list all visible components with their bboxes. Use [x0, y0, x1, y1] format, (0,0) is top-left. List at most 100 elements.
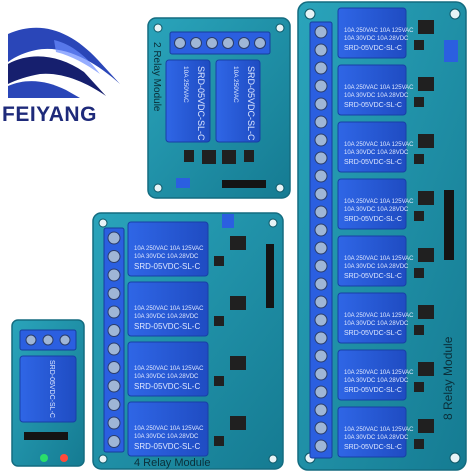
terminal-screw — [174, 37, 186, 49]
terminal-screw — [107, 416, 121, 430]
module-1-relay: SRD-05VDC-SL-C — [11, 319, 85, 467]
terminal-screw — [25, 334, 37, 346]
terminal-screw — [222, 37, 234, 49]
terminal-screws — [174, 37, 266, 49]
relay-rating-text: 10A 250VAC 10A 125VAC — [134, 306, 204, 312]
optocoupler-chip — [230, 416, 246, 430]
relay-rating-text: 10A 250VAC 10A 125VAC — [134, 366, 204, 372]
transistor — [414, 382, 424, 392]
terminal-screw — [314, 403, 328, 417]
relay-rating-text: 10A 30VDC 10A 28VDC — [344, 378, 409, 384]
terminal-screw — [314, 97, 328, 111]
relay-model-text: SRD-05VDC-SL-C — [344, 45, 402, 52]
mount-hole — [449, 8, 461, 20]
terminal-screw — [314, 205, 328, 219]
relay-body — [165, 59, 211, 143]
terminal-screw — [107, 361, 121, 374]
relay-rating-text: 10A 250VAC 10A 125VAC — [134, 426, 204, 432]
transistor — [214, 256, 224, 266]
transistor — [414, 211, 424, 221]
logo-wave-top-icon — [8, 27, 120, 84]
relay-body — [337, 349, 407, 401]
relay-rating-text: 10A 250VAC 10A 125VAC — [344, 142, 414, 148]
led-red — [60, 454, 68, 462]
relay-model-text: SRD-05VDC-SL-C — [344, 159, 402, 166]
led-green — [40, 454, 48, 462]
mount-hole — [268, 454, 278, 464]
optocoupler-chip — [418, 362, 434, 376]
mount-hole — [98, 218, 108, 228]
terminal-screw — [107, 342, 121, 356]
terminal-screw — [107, 324, 121, 337]
transistor — [214, 316, 224, 326]
logo-wave-mid-icon — [8, 56, 106, 96]
relay-body — [337, 7, 407, 59]
relay-rating-text: 10A 250VAC 10A 125VAC — [344, 85, 414, 91]
relay-stack: 10A 250VAC 10A 125VAC 10A 30VDC 10A 28VDC… — [127, 221, 209, 457]
terminal-screw — [107, 435, 121, 448]
relay-rating-text: 10A 30VDC 10A 28VDC — [344, 150, 409, 156]
terminal-screw — [107, 250, 121, 263]
relay-rating-text: 10A 250VAC 10A 125VAC — [344, 199, 414, 205]
mount-hole — [98, 454, 108, 464]
transistor — [414, 439, 424, 449]
relay-body — [337, 64, 407, 116]
relay-model-text: SRD-05VDC-SL-C — [48, 360, 55, 418]
terminal-screw — [314, 439, 328, 453]
optocoupler-chip — [230, 356, 246, 370]
module-2-relay: SRD-05VDC-SL-C SRD-05VDC-SL-C 10A 250VAC… — [147, 17, 291, 199]
chip-column — [414, 20, 434, 449]
optocoupler-chip — [418, 20, 434, 34]
relay-body — [127, 281, 209, 337]
terminal-screw — [314, 295, 328, 309]
relay-rating-text: 10A 250VAC — [182, 66, 189, 103]
relay-rating-text: 10A 250VAC 10A 125VAC — [344, 370, 414, 376]
relay-rating-text: 10A 250VAC 10A 125VAC — [134, 246, 204, 252]
terminal-screw — [42, 334, 54, 346]
terminal-screws — [107, 231, 121, 448]
optocoupler-chip — [418, 77, 434, 91]
relay-rating-text: 10A 30VDC 10A 28VDC — [344, 36, 409, 42]
optocoupler-chip — [418, 134, 434, 148]
terminal-screw — [314, 151, 328, 165]
terminal-screw — [314, 313, 328, 327]
module-8-relay: 10A 250VAC 10A 125VAC 10A 30VDC 10A 28VDC… — [297, 1, 467, 471]
terminal-screw — [314, 223, 328, 237]
terminal-screw — [254, 37, 266, 49]
terminal-screw — [314, 79, 328, 93]
relay-model-text: SRD-05VDC-SL-C — [344, 444, 402, 451]
optocoupler-chip — [222, 150, 236, 164]
logo-wave-bottom-icon — [8, 81, 80, 98]
terminal-screw — [314, 277, 328, 291]
relay-rating-text: 10A 30VDC 10A 28VDC — [344, 264, 409, 270]
relay-body — [19, 355, 77, 423]
terminal-screw — [314, 259, 328, 273]
relay-rating-text: 10A 250VAC 10A 125VAC — [344, 313, 414, 319]
relay-model-text: SRD-05VDC-SL-C — [134, 442, 200, 451]
terminal-screw — [314, 115, 328, 129]
brand-logo — [8, 27, 120, 98]
terminal-screw — [107, 305, 121, 319]
mount-hole — [275, 183, 285, 193]
relay-rating-text: 10A 30VDC 10A 28VDC — [134, 434, 199, 440]
module-label: 4 Relay Module — [134, 457, 210, 469]
relay-model-text: SRD-05VDC-SL-C — [344, 387, 402, 394]
relay-model-text: SRD-05VDC-SL-C — [196, 66, 206, 141]
mount-hole — [153, 183, 163, 193]
relay-model-text: SRD-05VDC-SL-C — [134, 262, 200, 271]
terminal-screw — [314, 349, 328, 363]
mount-hole — [304, 8, 316, 20]
jumper — [222, 214, 234, 228]
transistor — [414, 325, 424, 335]
jumper — [444, 40, 458, 62]
chip-column — [214, 236, 246, 446]
terminal-screw — [314, 421, 328, 435]
relay-model-text: SRD-05VDC-SL-C — [344, 216, 402, 223]
screw-terminal-column — [309, 21, 333, 459]
transistor — [414, 97, 424, 107]
relay-model-text: SRD-05VDC-SL-C — [344, 330, 402, 337]
relay-body — [127, 341, 209, 397]
relay-body — [337, 178, 407, 230]
relay-rating-text: 10A 30VDC 10A 28VDC — [134, 374, 199, 380]
